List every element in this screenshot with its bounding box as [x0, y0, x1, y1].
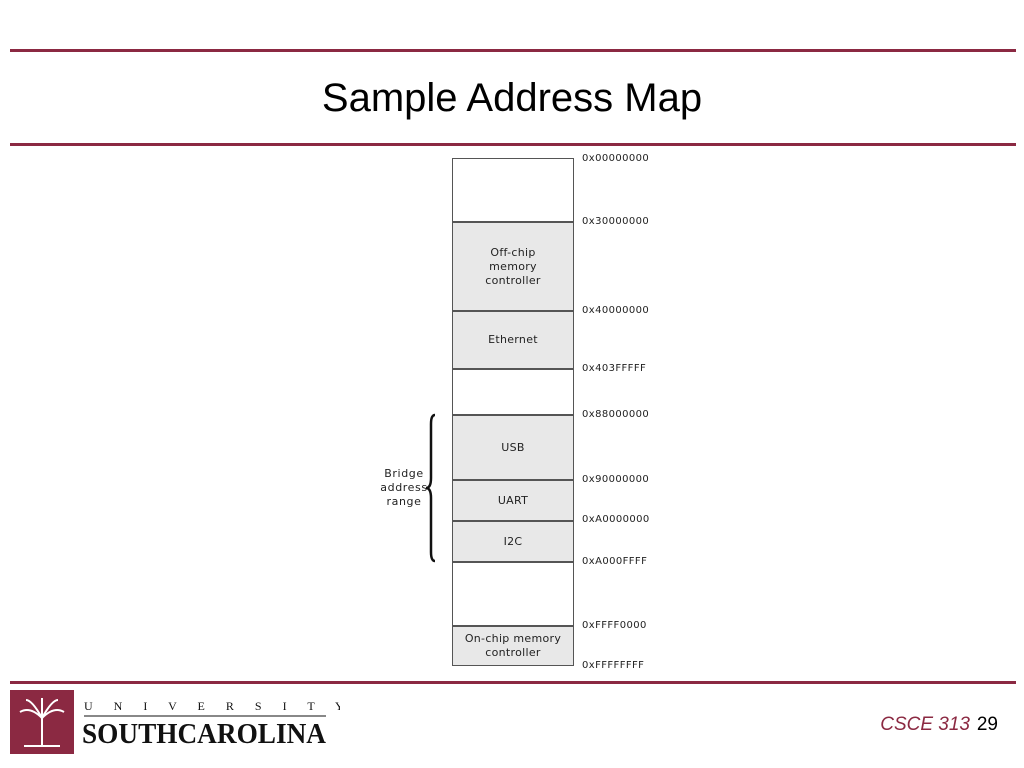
bridge-brace — [425, 413, 436, 563]
address-label: 0xFFFFFFFF — [582, 660, 645, 671]
footer-rule — [10, 681, 1016, 684]
region-label: Ethernet — [488, 333, 538, 346]
address-region: On-chip memory controller — [452, 626, 574, 666]
region-label: Off-chip memory controller — [485, 245, 541, 287]
address-label: 0xFFFF0000 — [582, 620, 647, 631]
address-region — [452, 562, 574, 626]
address-label: 0x30000000 — [582, 216, 650, 227]
course-label: CSCE 313 — [880, 714, 970, 735]
region-label: UART — [497, 493, 529, 507]
title-rule — [10, 143, 1016, 146]
address-label: 0x00000000 — [582, 153, 650, 164]
region-label: On-chip memory controller — [464, 632, 562, 659]
address-label: 0x88000000 — [582, 409, 650, 420]
address-region — [452, 158, 574, 222]
address-region: Off-chip memory controller — [452, 222, 574, 311]
region-label: USB — [501, 440, 525, 454]
address-label: 0x403FFFFF — [582, 363, 647, 374]
address-label: 0xA000FFFF — [582, 556, 648, 567]
region-label: I2C — [503, 534, 523, 548]
address-label: 0xA0000000 — [582, 514, 650, 525]
bridge-address-range-label: Bridge address range — [380, 467, 428, 508]
address-label: 0x40000000 — [582, 305, 650, 316]
address-region: I2C — [452, 521, 574, 562]
page-number: 29 — [976, 714, 998, 735]
address-region — [452, 369, 574, 415]
address-region: Ethernet — [452, 311, 574, 369]
slide-title: Sample Address Map — [321, 76, 703, 120]
top-rule — [10, 49, 1016, 52]
address-region: UART — [452, 480, 574, 521]
logo-south-carolina: SOUTHCAROLINA — [82, 719, 327, 750]
university-logo: U N I V E R S I T Y O F SOUTHCAROLINA — [10, 690, 340, 754]
logo-university-of: U N I V E R S I T Y O F — [84, 699, 340, 713]
address-label: 0x90000000 — [582, 474, 650, 485]
address-region: USB — [452, 415, 574, 480]
